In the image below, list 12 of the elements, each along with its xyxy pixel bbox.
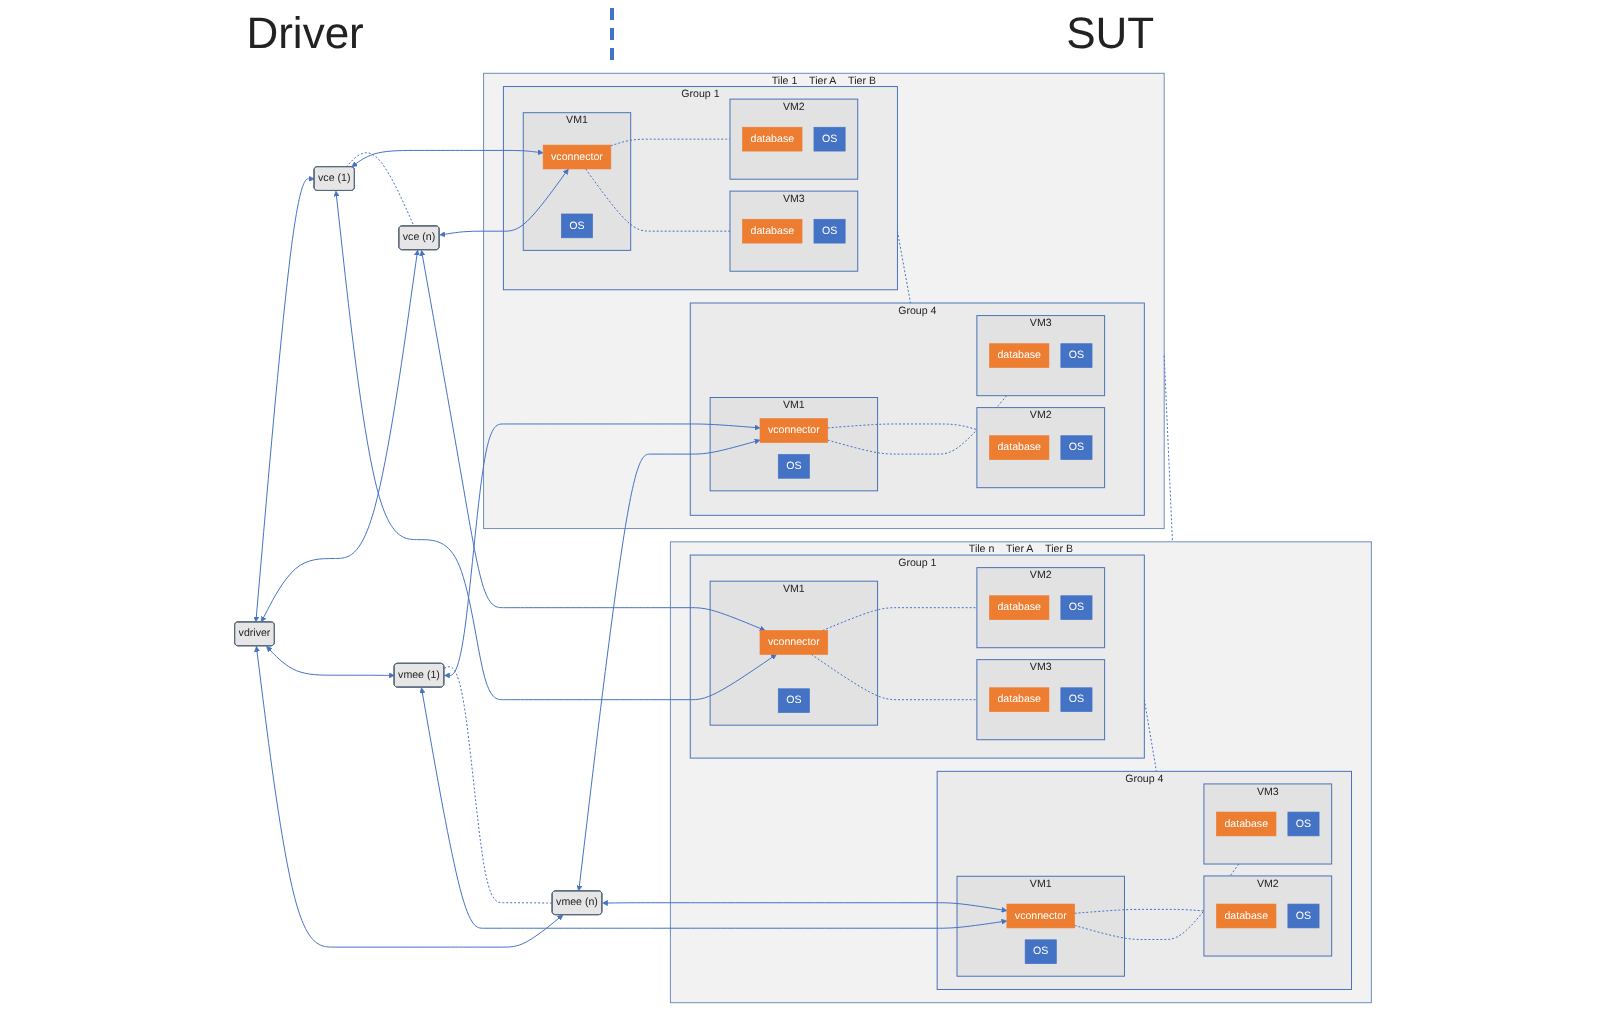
connector — [827, 395, 1008, 455]
connector — [822, 607, 978, 631]
connector — [810, 653, 978, 701]
connector — [1074, 908, 1205, 914]
connector — [1163, 355, 1173, 543]
connector — [585, 168, 731, 232]
connector — [345, 152, 415, 227]
connector — [896, 230, 911, 304]
region-heading: SUT — [1064, 8, 1157, 60]
region-heading: Driver — [0, 8, 615, 60]
connector — [827, 423, 978, 431]
connector — [443, 666, 553, 904]
